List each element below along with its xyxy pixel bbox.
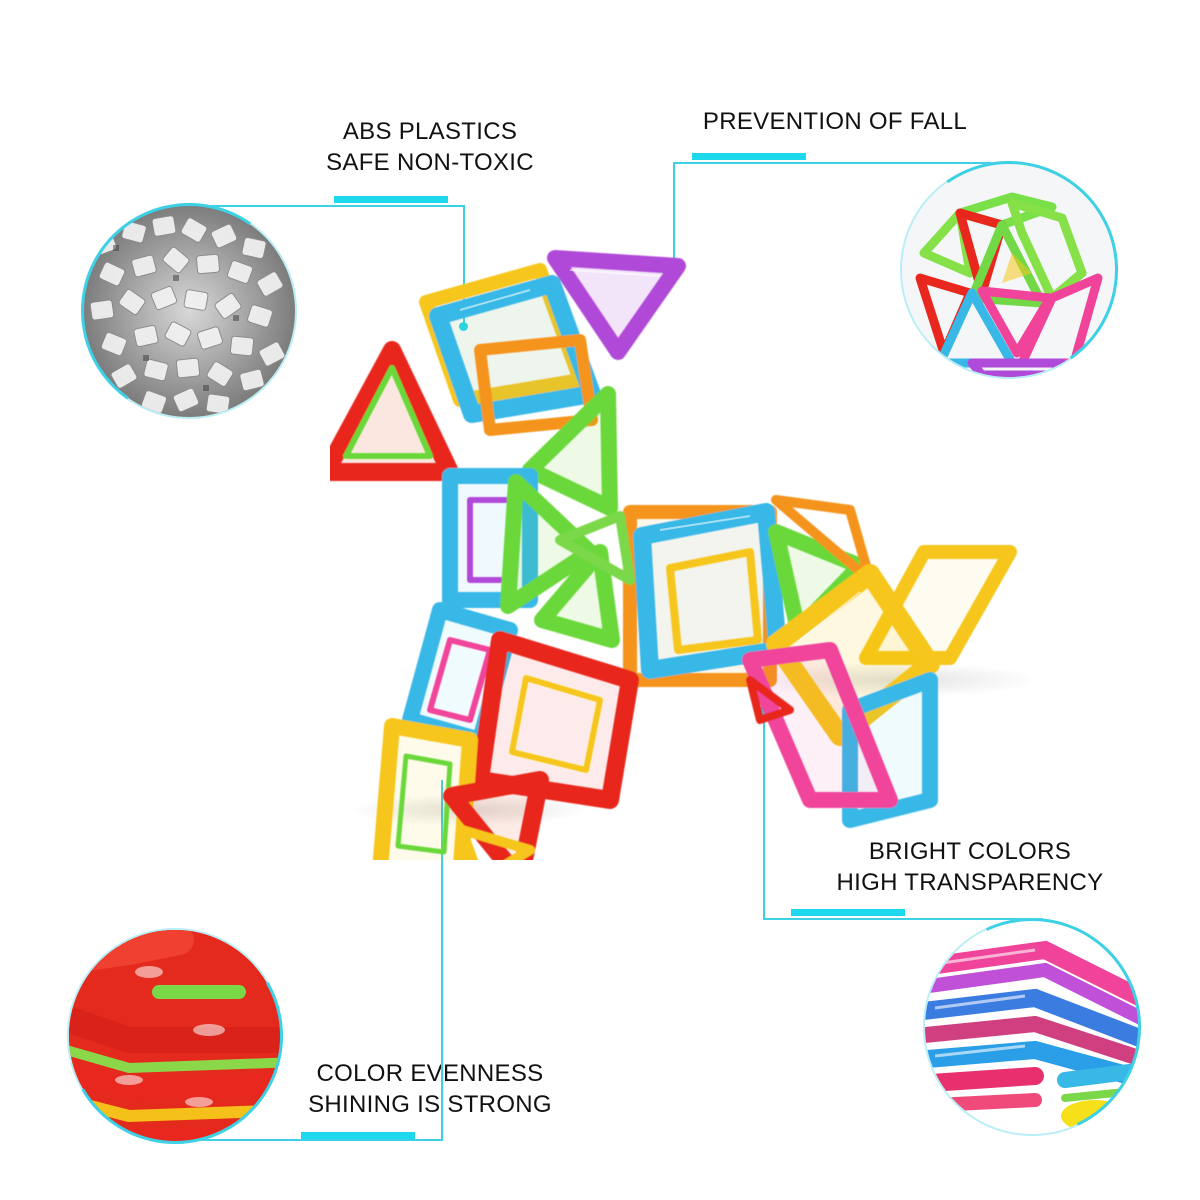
accent-bar-color-evenness: [301, 1132, 415, 1139]
abs-pellets-image: [83, 205, 295, 417]
tile-ball-icon: [902, 163, 1116, 377]
accent-bar-abs-plastics: [334, 196, 448, 203]
feature-label-abs-plastics: ABS PLASTICS SAFE NON-TOXIC: [326, 118, 534, 176]
magnetic-tile-figure: [330, 250, 1040, 860]
accent-bar-bright-colors: [791, 909, 905, 916]
connector-prevention-of-fall-v: [673, 162, 675, 267]
connector-bright-colors-v: [763, 711, 765, 919]
abs-pellets-ring: [63, 185, 315, 437]
tile-ball-image: [902, 163, 1116, 377]
stacked-tiles-icon: [925, 920, 1139, 1134]
feature-label-prevention-of-fall: PREVENTION OF FALL: [702, 108, 968, 135]
connector-bright-colors-h: [763, 918, 1043, 920]
pink-blue-tiles-ring: [892, 887, 1172, 1167]
feature-label-color-evenness: COLOR EVENNESS SHINING IS STRONG: [308, 1060, 552, 1118]
plastic-pellets-icon: [83, 205, 295, 417]
red-tiles-image: [69, 930, 281, 1142]
red-tiles-ring: [42, 903, 308, 1169]
accent-bar-prevention-of-fall: [692, 153, 806, 160]
connector-abs-plastics-h: [180, 205, 465, 207]
connector-abs-plastics-v: [463, 205, 465, 327]
connector-prevention-of-fall-h: [673, 162, 1023, 164]
feature-label-bright-colors: BRIGHT COLORS HIGH TRANSPARENCY: [836, 838, 1104, 896]
connector-color-evenness-v: [441, 780, 443, 1141]
connector-color-evenness-h: [160, 1139, 443, 1141]
pink-blue-tiles-image: [925, 920, 1139, 1134]
